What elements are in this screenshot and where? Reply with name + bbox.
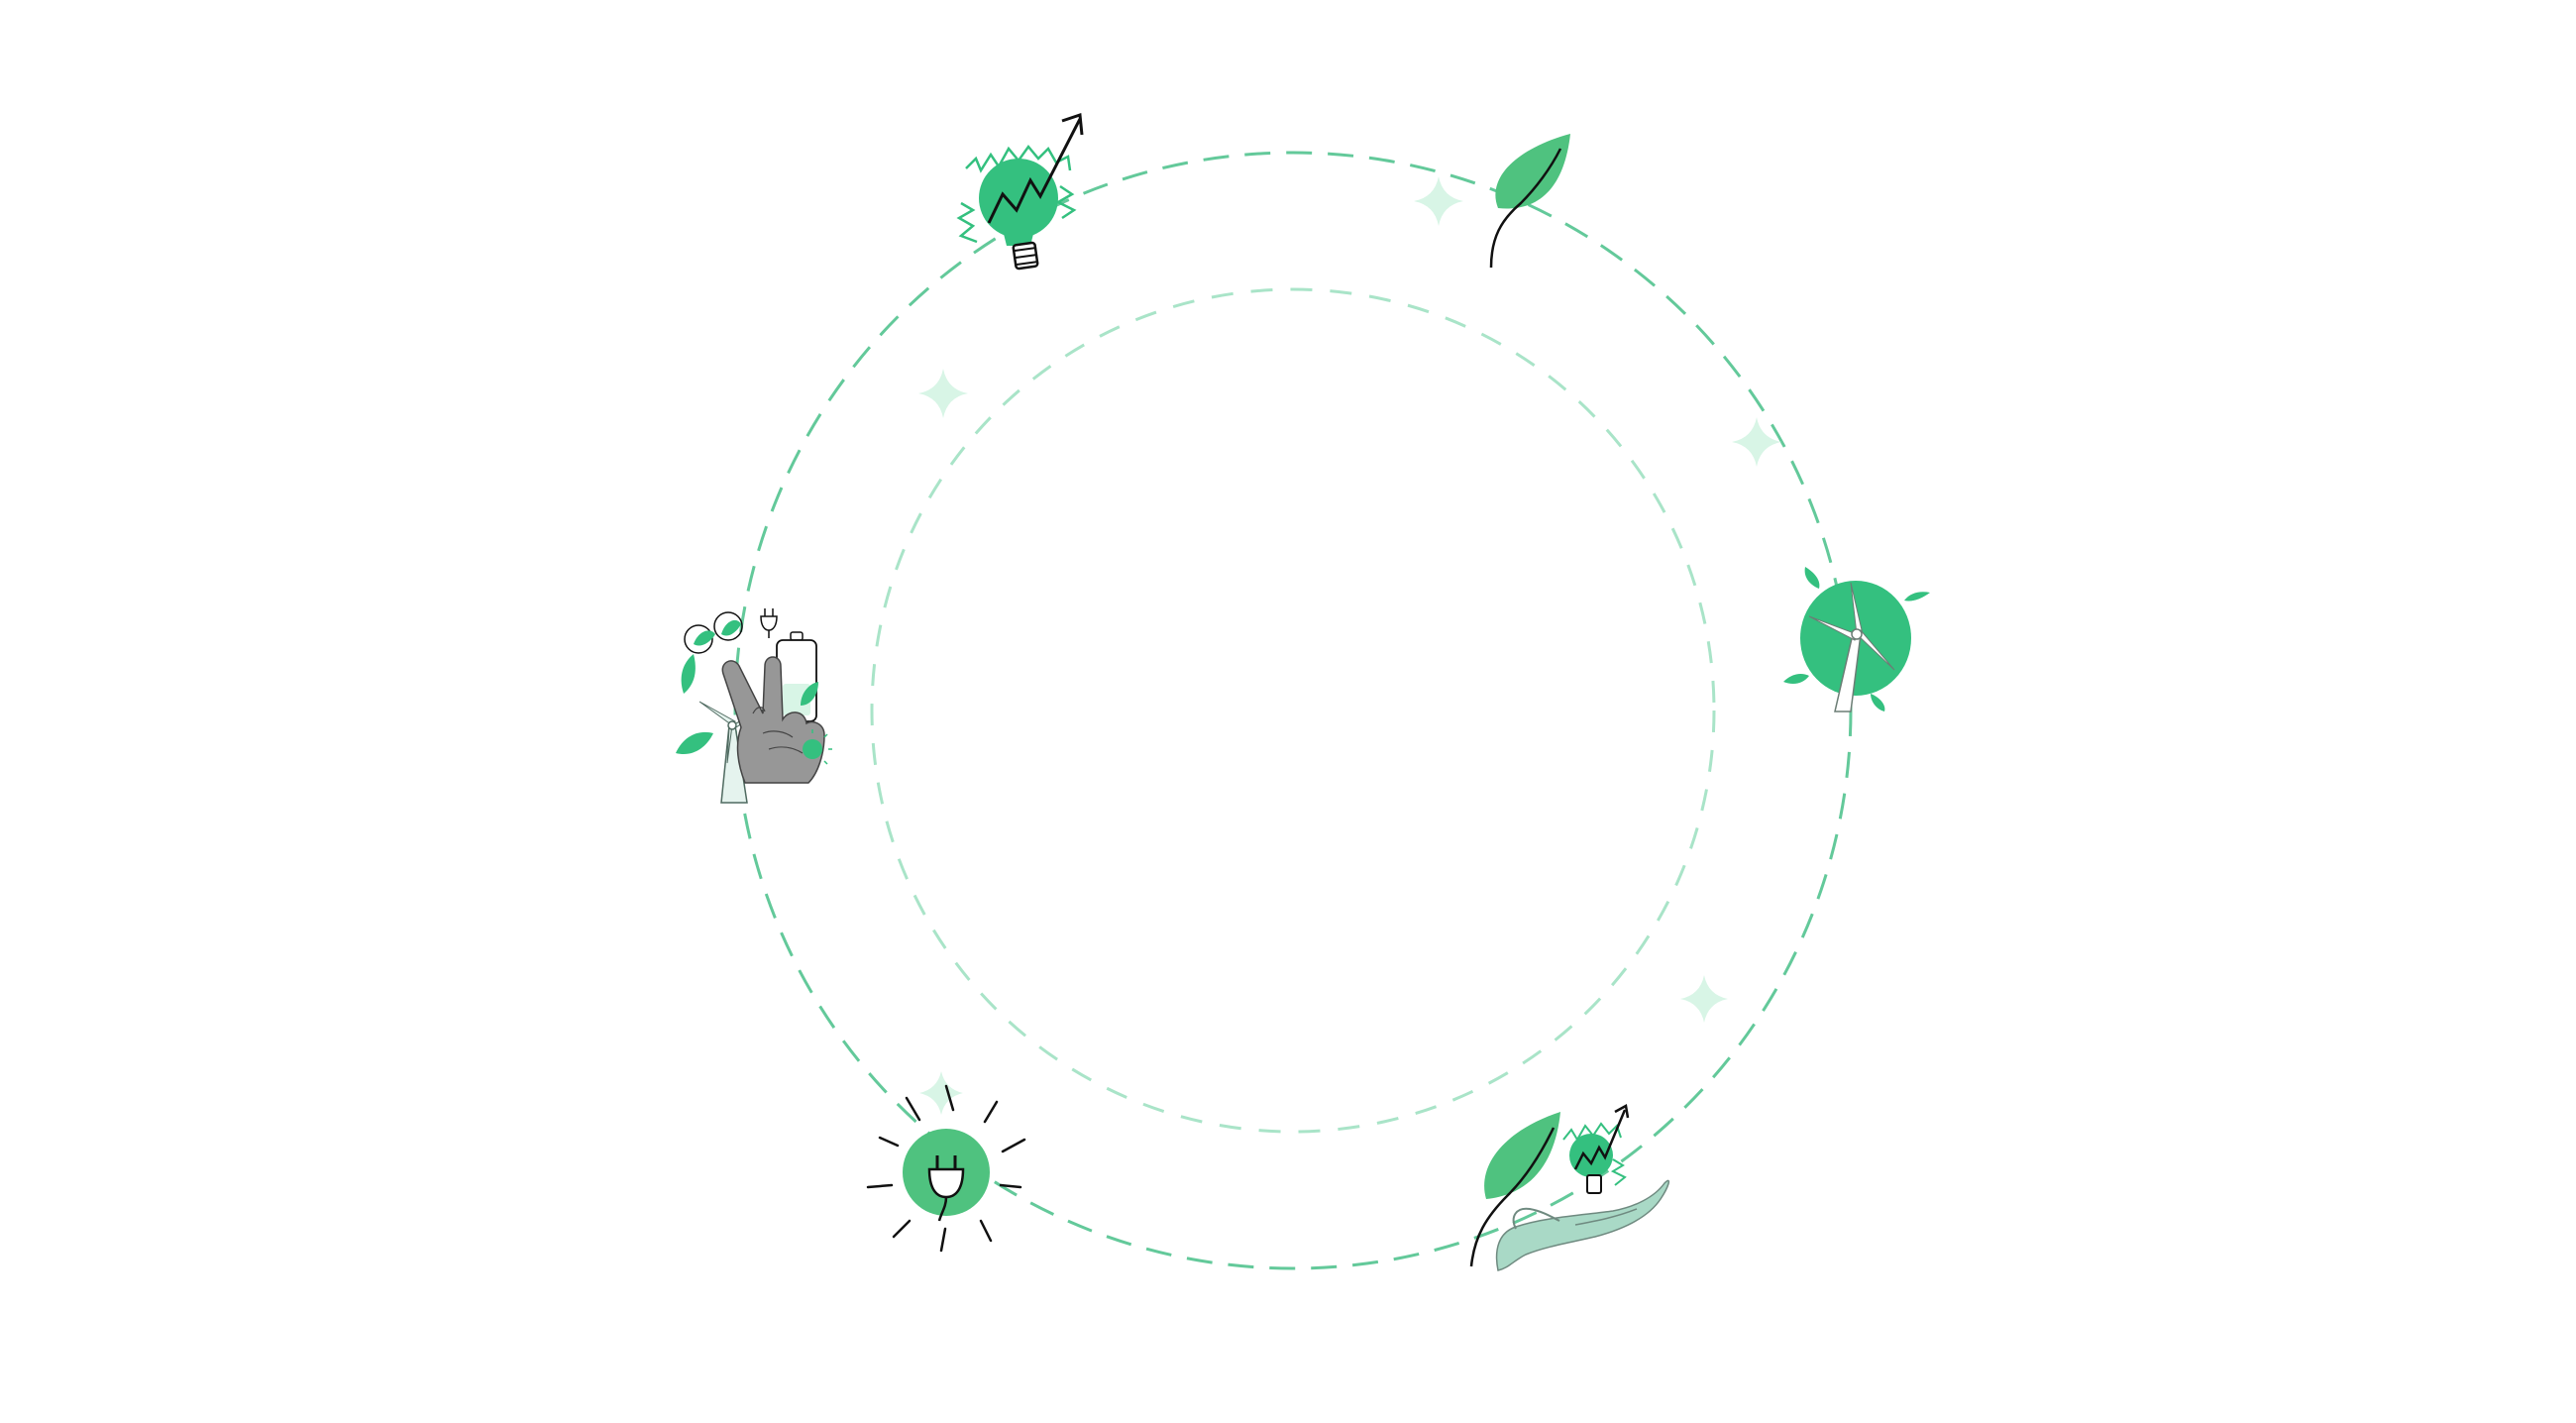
growth-arrow-line — [987, 118, 1082, 224]
bulb-neck — [1003, 230, 1034, 246]
sparkle-icon — [1680, 975, 1728, 1023]
large-leaf — [681, 654, 696, 694]
sparkle-icon — [918, 369, 968, 418]
glow-zigzag-right — [1610, 1158, 1627, 1186]
plug-sun-icon — [866, 1084, 1026, 1253]
sun-rays — [866, 1084, 1026, 1253]
outer-dashed-ring — [733, 151, 1853, 1270]
mini-plug-icon — [760, 608, 778, 638]
large-leaf — [801, 682, 818, 706]
large-leaf — [676, 731, 713, 755]
mini-leaf — [721, 619, 741, 636]
open-palm-hand — [1495, 1179, 1670, 1271]
sparkle-icon — [1732, 417, 1781, 467]
inner-dashed-ring — [870, 287, 1716, 1134]
sparkle-icon — [919, 1071, 963, 1115]
growth-arrow-line — [1573, 1109, 1627, 1170]
leaf-icon — [1489, 134, 1570, 269]
leaf-blade — [1495, 134, 1570, 209]
growth-arrow-head — [1061, 112, 1084, 136]
globe-leaf-left — [1783, 674, 1809, 684]
wind-turbine-globe-icon — [1783, 567, 1930, 712]
glow-zigzag-left — [956, 201, 978, 244]
bulb-base — [1012, 241, 1039, 271]
sparkle-icon — [1414, 176, 1463, 226]
glow-zigzag-right — [1055, 184, 1077, 220]
finger-crease — [1574, 1208, 1638, 1226]
turbine-hub — [1851, 628, 1863, 640]
plug-body — [927, 1167, 965, 1199]
plug-cord — [937, 1196, 948, 1222]
bulb-globe — [1569, 1134, 1613, 1177]
globe-leaf-bottom — [1871, 694, 1885, 712]
globe-leaf-top — [1804, 567, 1820, 589]
hand-holding-lightbulb-icon — [1469, 1104, 1670, 1271]
peace-hand-renewables-icon — [676, 608, 832, 804]
mini-leaf — [694, 630, 715, 646]
heart-outline-circle — [684, 624, 713, 654]
leaf-blade — [1484, 1112, 1560, 1199]
bulb-base — [1586, 1174, 1602, 1194]
leaf-stem — [1469, 1127, 1556, 1267]
lightbulb-growth-icon — [956, 112, 1084, 271]
heart-outline-circle — [713, 611, 743, 641]
bulb-globe — [979, 159, 1058, 238]
thumb — [1512, 1207, 1560, 1230]
growth-arrow-head — [1614, 1104, 1630, 1119]
leaf-stem — [1489, 148, 1562, 269]
globe-leaf-right — [1904, 592, 1930, 602]
peace-sign-hand — [721, 656, 825, 784]
mini-sun-icon — [803, 729, 832, 765]
